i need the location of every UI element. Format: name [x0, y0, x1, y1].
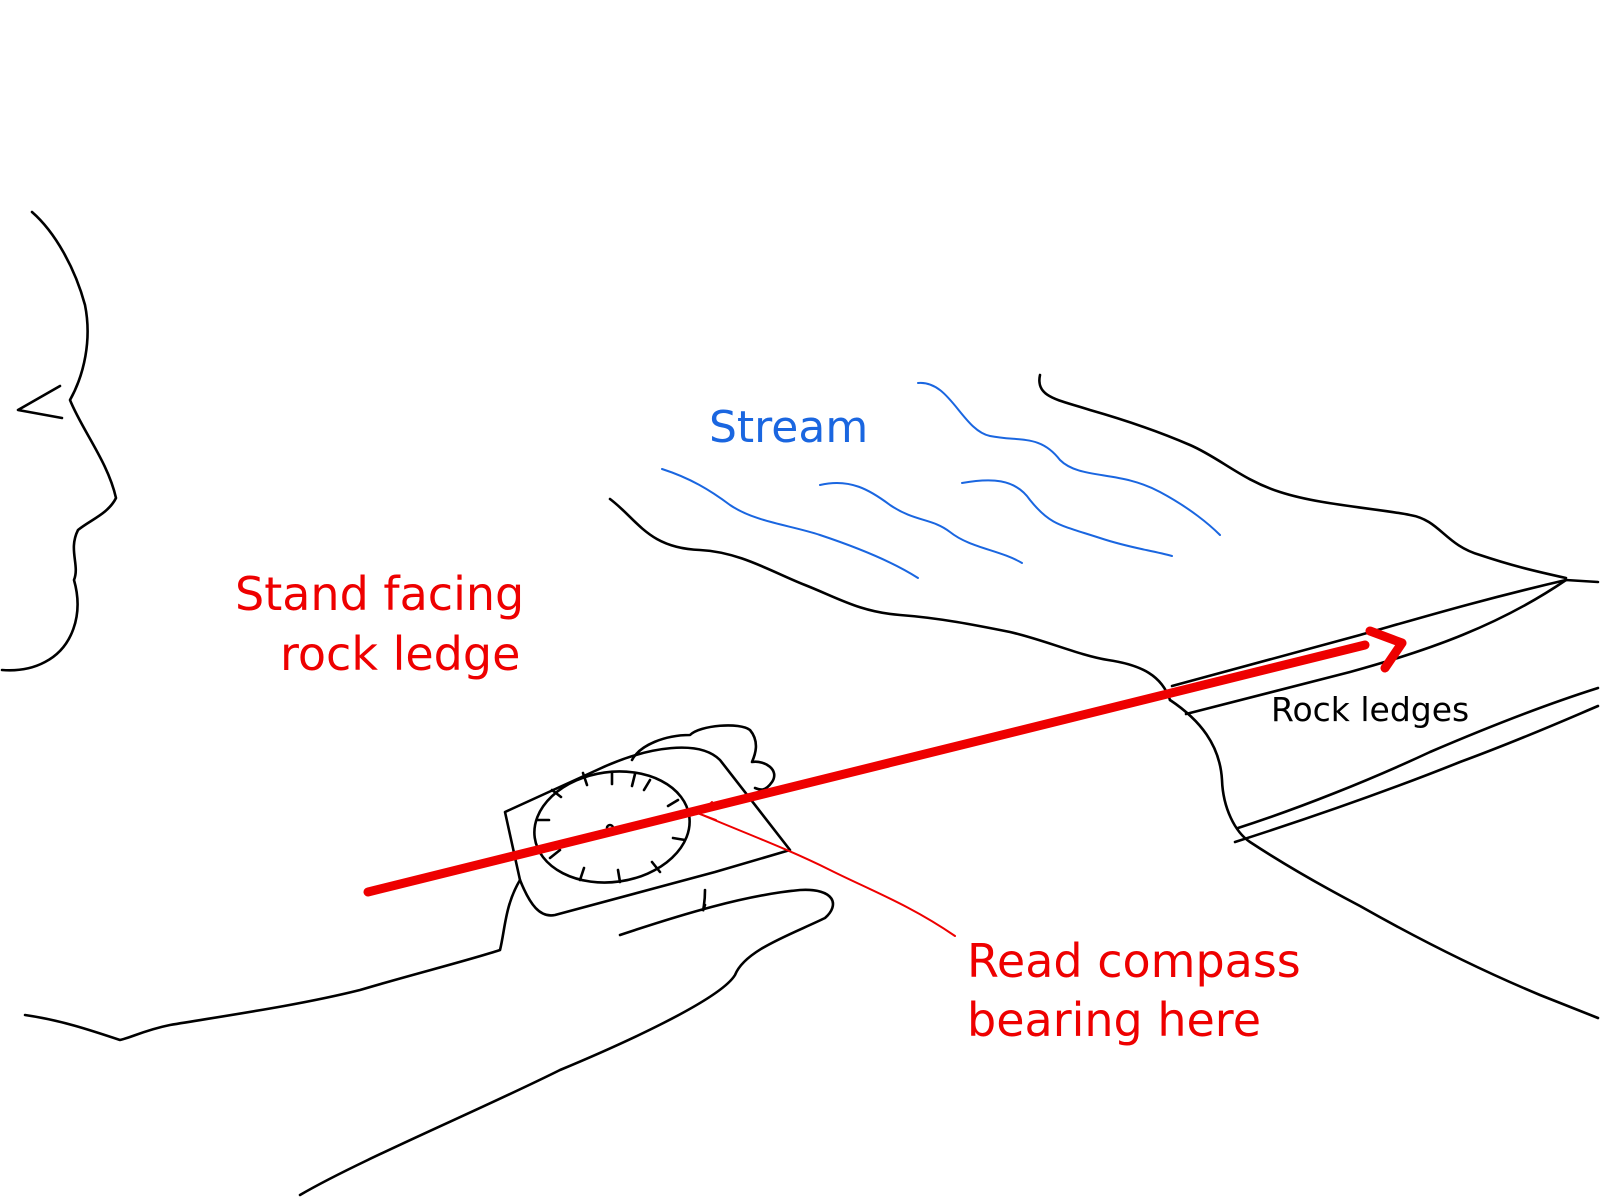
compass-base-plate: [503, 746, 792, 917]
rock-ledges-label: Rock ledges: [1271, 690, 1470, 729]
sight-line: [363, 640, 1370, 897]
callout-leader: [699, 813, 956, 937]
compass-tick-marks: [535, 770, 687, 884]
rock-ledge-front-edge: [1236, 686, 1600, 830]
rock-ledge-lip: [1233, 704, 1600, 844]
read-compass-label-line1: Read compass: [967, 934, 1301, 988]
stand-facing-label-line1: Stand facing: [235, 567, 525, 621]
rock-ledge-lower-edge: [1184, 578, 1568, 716]
face-profile: [0, 210, 118, 672]
rock-ledge-body: [1168, 698, 1600, 1020]
stream-ripple: [819, 481, 1023, 564]
near-stream-bank: [608, 497, 1172, 702]
stream-ripple: [661, 468, 919, 579]
hand-fingers: [630, 724, 776, 791]
read-compass-label-line2: bearing here: [967, 993, 1262, 1047]
sight-line-arrowhead: [1365, 626, 1407, 673]
far-stream-bank: [1038, 373, 1568, 580]
face-eye: [16, 384, 64, 420]
stream-label: Stream: [709, 402, 869, 453]
callout-leader-arrowhead: [698, 801, 717, 821]
stream-ripple: [917, 381, 1221, 536]
stand-facing-label-line2: rock ledge: [280, 627, 521, 681]
hand-palm-edge: [23, 878, 522, 1042]
stream-ripple: [961, 479, 1173, 557]
hand-thumb: [298, 888, 835, 1197]
